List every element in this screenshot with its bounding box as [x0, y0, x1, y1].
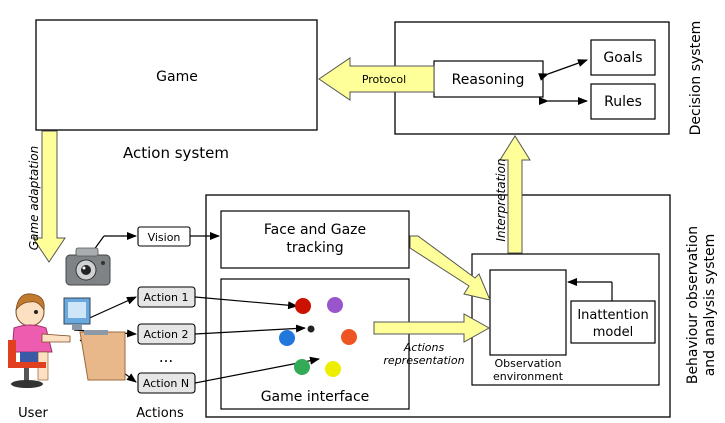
reasoning-label: Reasoning [452, 72, 525, 88]
game-interface-box [220, 278, 410, 410]
face-to-observation-arrow [409, 235, 491, 301]
game-box [35, 19, 318, 131]
interpretation-label: Interpretation [494, 158, 508, 241]
actions-repr-label-line1: Actions [403, 341, 445, 354]
inattention-box [570, 300, 656, 344]
dot-yellow [325, 361, 341, 377]
protocol-label: Protocol [362, 73, 406, 86]
action1-label: Action 1 [144, 291, 189, 304]
dot-orange [341, 329, 357, 345]
dot-purple [327, 297, 343, 313]
rules-label: Rules [604, 94, 642, 110]
actions-label: Actions [136, 406, 184, 421]
dot-small-black [307, 325, 315, 333]
vision-label: Vision [148, 231, 181, 244]
action2-label: Action 2 [144, 328, 189, 341]
webcam-icon [65, 247, 111, 286]
ellipsis-label: ... [159, 348, 173, 366]
face-label-line2: tracking [286, 240, 343, 256]
dot-blue [279, 330, 295, 346]
inattention-label-line1: Inattention [577, 308, 648, 323]
face-label-line1: Face and Gaze [264, 222, 366, 238]
game-adaptation-arrow [32, 130, 66, 263]
decision-system-label: Decision system [688, 21, 704, 136]
interpretation-arrow [499, 135, 531, 254]
action2-to-dot-arrow [194, 324, 306, 335]
inattention-label-line2: model [593, 325, 633, 340]
user-illustration [8, 293, 126, 388]
actions-repr-label-line2: representation [383, 354, 464, 367]
game-adaptation-label: Game adaptation [27, 146, 41, 251]
actions-representation-arrow [373, 313, 491, 343]
action-system-label: Action system [123, 144, 229, 162]
dot-red [295, 298, 311, 314]
reasoning-goals-arrow [538, 59, 588, 81]
dot-green [294, 359, 310, 375]
goals-label: Goals [603, 50, 642, 66]
face-gaze-box [220, 210, 410, 269]
behaviour-label-line2: and analysis system [702, 234, 718, 377]
observation-inner-box [489, 269, 567, 356]
user-label: User [18, 406, 48, 421]
actionN-label: Action N [143, 377, 189, 390]
protocol-arrow [318, 57, 435, 101]
rules-box [590, 83, 656, 120]
goals-box [590, 39, 656, 76]
game-label: Game [156, 69, 198, 85]
action1-to-dot-arrow [194, 296, 298, 310]
observation-label-line2: environment [493, 370, 564, 383]
behaviour-label-line1: Behaviour observation [685, 226, 701, 384]
observation-label-line1: Observation [495, 357, 562, 370]
game-interface-label: Game interface [261, 389, 370, 405]
